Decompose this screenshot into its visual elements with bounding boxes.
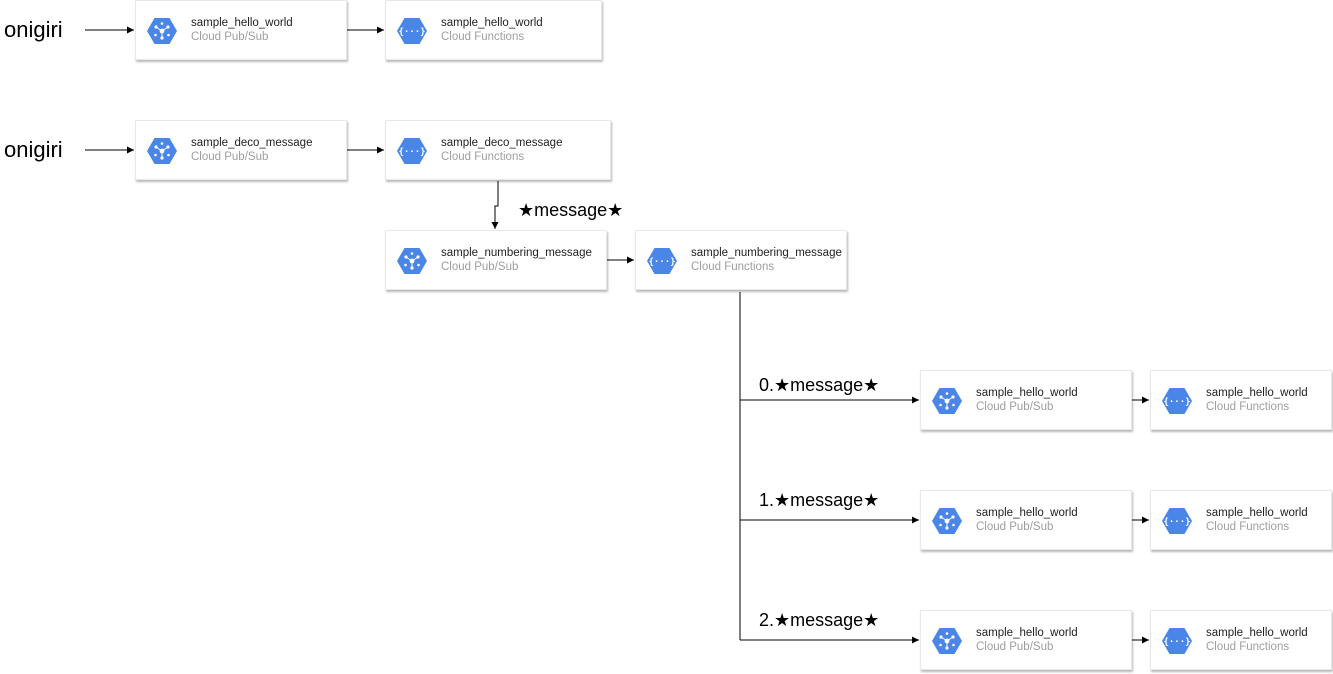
node-b2-pubsub[interactable]: sample_hello_world Cloud Pub/Sub <box>920 610 1132 670</box>
pubsub-icon <box>147 18 177 44</box>
pubsub-icon <box>932 388 962 414</box>
node-name: sample_numbering_message <box>691 247 842 259</box>
node-name: sample_hello_world <box>1206 387 1308 399</box>
source-label-row1: onigiri <box>4 17 63 42</box>
node-name: sample_deco_message <box>441 137 563 149</box>
node-name: sample_hello_world <box>441 17 543 29</box>
node-name: sample_hello_world <box>976 387 1078 399</box>
pubsub-icon <box>932 508 962 534</box>
source-label-row2: onigiri <box>4 137 63 162</box>
cloud-functions-icon: {···} <box>397 18 427 44</box>
node-numbering-pubsub[interactable]: sample_numbering_message Cloud Pub/Sub <box>385 230 607 290</box>
node-hello-pubsub-1[interactable]: sample_hello_world Cloud Pub/Sub <box>135 0 347 60</box>
node-name: sample_hello_world <box>1206 627 1308 639</box>
cloud-functions-icon: {···} <box>647 248 677 274</box>
node-b2-func[interactable]: {···} sample_hello_world Cloud Functions <box>1150 610 1332 670</box>
node-name: sample_hello_world <box>976 627 1078 639</box>
node-name: sample_deco_message <box>191 137 313 149</box>
node-name: sample_numbering_message <box>441 247 592 259</box>
node-service: Cloud Pub/Sub <box>191 31 269 43</box>
node-b1-func[interactable]: {···} sample_hello_world Cloud Functions <box>1150 490 1332 550</box>
pubsub-icon <box>932 628 962 654</box>
cloud-functions-icon: {···} <box>1162 628 1192 654</box>
edge-label-branch2: 2.★message★ <box>759 610 880 630</box>
edge-label-branch0: 0.★message★ <box>759 375 880 395</box>
node-service: Cloud Functions <box>1206 401 1290 413</box>
svg-text:{···}: {···} <box>1163 638 1190 648</box>
node-service: Cloud Functions <box>441 31 525 43</box>
node-service: Cloud Functions <box>1206 641 1290 653</box>
svg-text:{···}: {···} <box>398 28 425 38</box>
pubsub-icon <box>397 248 427 274</box>
node-service: Cloud Functions <box>691 261 775 273</box>
node-service: Cloud Pub/Sub <box>441 261 519 273</box>
cloud-functions-icon: {···} <box>1162 508 1192 534</box>
cloud-functions-icon: {···} <box>1162 388 1192 414</box>
edge-label-branch1: 1.★message★ <box>759 490 880 510</box>
node-service: Cloud Pub/Sub <box>976 401 1054 413</box>
node-service: Cloud Pub/Sub <box>976 521 1054 533</box>
node-b0-func[interactable]: {···} sample_hello_world Cloud Functions <box>1150 370 1332 430</box>
pubsub-icon <box>147 138 177 164</box>
node-service: Cloud Pub/Sub <box>191 151 269 163</box>
node-b0-pubsub[interactable]: sample_hello_world Cloud Pub/Sub <box>920 370 1132 430</box>
svg-text:{···}: {···} <box>648 258 675 268</box>
node-service: Cloud Pub/Sub <box>976 641 1054 653</box>
svg-text:{···}: {···} <box>398 148 425 158</box>
node-deco-pubsub[interactable]: sample_deco_message Cloud Pub/Sub <box>135 120 347 180</box>
node-service: Cloud Functions <box>441 151 525 163</box>
node-hello-func-1[interactable]: {···} sample_hello_world Cloud Functions <box>385 0 602 60</box>
node-deco-func[interactable]: {···} sample_deco_message Cloud Function… <box>385 120 611 180</box>
node-name: sample_hello_world <box>976 507 1078 519</box>
node-numbering-func[interactable]: {···} sample_numbering_message Cloud Fun… <box>635 230 847 290</box>
node-service: Cloud Functions <box>1206 521 1290 533</box>
node-name: sample_hello_world <box>191 17 293 29</box>
edge-label-deco-to-numbering: ★message★ <box>518 200 624 220</box>
edge-deco-func-to-numbering-pubsub <box>491 181 499 229</box>
node-b1-pubsub[interactable]: sample_hello_world Cloud Pub/Sub <box>920 490 1132 550</box>
svg-text:{···}: {···} <box>1163 398 1190 408</box>
node-name: sample_hello_world <box>1206 507 1308 519</box>
svg-text:{···}: {···} <box>1163 518 1190 528</box>
cloud-functions-icon: {···} <box>397 138 427 164</box>
